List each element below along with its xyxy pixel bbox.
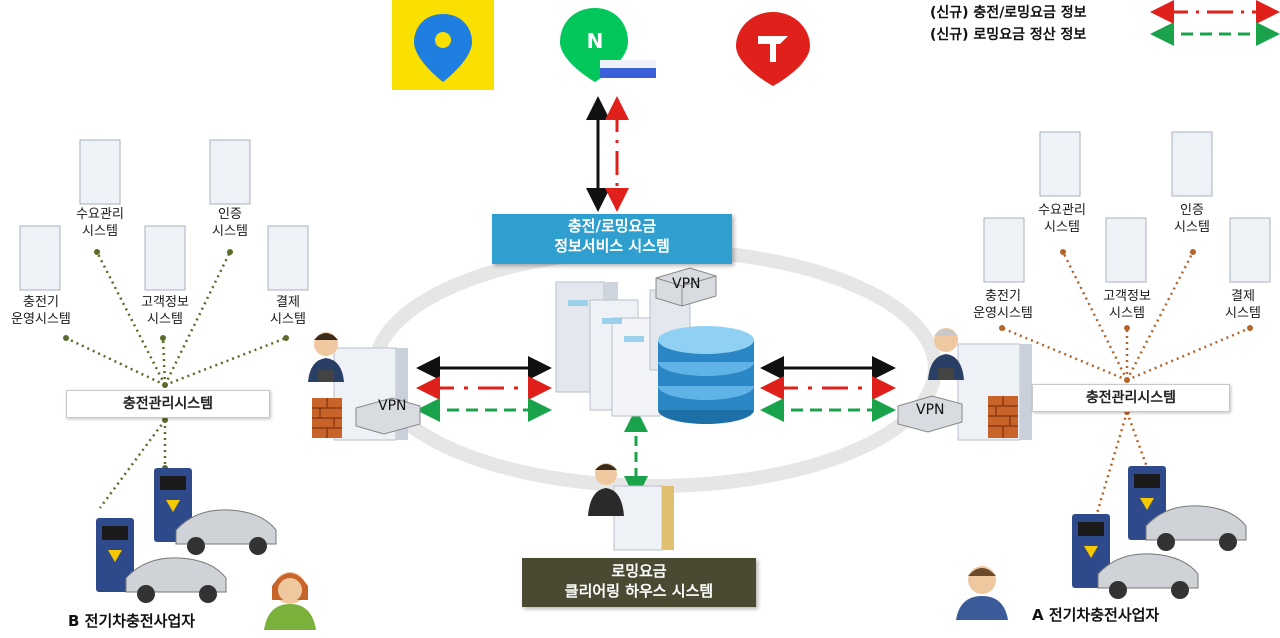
left-customer-label: 고객정보 시스템 bbox=[124, 294, 206, 328]
legend-item-red: (신규) 충전/로밍요금 정보 bbox=[930, 5, 1087, 21]
right-demand-line2: 시스템 bbox=[1044, 220, 1080, 235]
clearing-house-line2: 클리어링 하우스 시스템 bbox=[564, 582, 714, 600]
left-auth-label: 인증 시스템 bbox=[190, 206, 270, 240]
left-payment-line2: 시스템 bbox=[270, 312, 306, 327]
left-management-system-box: 충전관리시스템 bbox=[66, 390, 270, 418]
right-payment-line1: 결제 bbox=[1231, 289, 1255, 304]
right-auth-line2: 시스템 bbox=[1174, 220, 1210, 235]
clearing-house-line1: 로밍요금 bbox=[611, 562, 667, 580]
right-gateway-server bbox=[897, 343, 1032, 441]
central-vpn-device bbox=[655, 267, 717, 307]
left-operator-caption: B 전기차충전사업자 bbox=[68, 612, 196, 630]
naver-map-logo-icon: N bbox=[560, 8, 656, 82]
svg-text:N: N bbox=[587, 29, 604, 53]
left-charger-line2: 운영시스템 bbox=[11, 312, 71, 327]
left-charger-label: 충전기 운영시스템 bbox=[0, 294, 82, 328]
tmap-logo-icon bbox=[736, 12, 810, 86]
right-charger-line1: 충전기 bbox=[985, 289, 1021, 304]
right-customer-line1: 고객정보 bbox=[1103, 289, 1151, 304]
left-charger-line1: 충전기 bbox=[23, 295, 59, 310]
left-operator-person bbox=[308, 332, 344, 382]
right-payment-label: 결제 시스템 bbox=[1208, 288, 1278, 322]
left-demand-line2: 시스템 bbox=[82, 224, 118, 239]
left-server-icons bbox=[19, 139, 309, 291]
left-dotted-links bbox=[65, 251, 287, 509]
right-owner-avatar bbox=[956, 566, 1008, 620]
service-system-line2: 정보서비스 시스템 bbox=[554, 237, 670, 255]
right-customer-label: 고객정보 시스템 bbox=[1086, 288, 1168, 322]
database-icon bbox=[658, 326, 754, 424]
left-auth-line2: 시스템 bbox=[212, 224, 248, 239]
left-vpn-label: VPN bbox=[378, 398, 407, 414]
left-demand-label: 수요관리 시스템 bbox=[60, 206, 140, 240]
right-management-system-box: 충전관리시스템 bbox=[1032, 384, 1230, 412]
left-customer-line1: 고객정보 bbox=[141, 295, 189, 310]
right-charger-line2: 운영시스템 bbox=[973, 306, 1033, 321]
left-customer-line2: 시스템 bbox=[147, 312, 183, 327]
right-demand-label: 수요관리 시스템 bbox=[1022, 202, 1102, 236]
right-operator-caption: A 전기차충전사업자 bbox=[1032, 606, 1160, 624]
legend-item-green: (신규) 로밍요금 정산 정보 bbox=[930, 27, 1087, 43]
right-charger-label: 충전기 운영시스템 bbox=[958, 288, 1048, 322]
right-auth-label: 인증 시스템 bbox=[1152, 202, 1232, 236]
left-demand-line1: 수요관리 bbox=[76, 207, 124, 222]
right-demand-line1: 수요관리 bbox=[1038, 203, 1086, 218]
left-auth-line1: 인증 bbox=[218, 207, 242, 222]
service-system-line1: 충전/로밍요금 bbox=[567, 217, 657, 235]
service-system-box: 충전/로밍요금 정보서비스 시스템 bbox=[492, 214, 732, 264]
left-gateway-server bbox=[312, 347, 421, 441]
left-owner-avatar bbox=[264, 572, 316, 630]
left-chargers-and-cars bbox=[96, 468, 277, 603]
right-operator-person bbox=[928, 328, 964, 380]
clearing-house-box: 로밍요금 클리어링 하우스 시스템 bbox=[522, 558, 756, 607]
kakaomap-logo-icon bbox=[392, 0, 494, 90]
right-chargers-and-cars bbox=[1072, 466, 1247, 599]
right-dot-nodes bbox=[999, 249, 1253, 415]
right-dotted-links bbox=[1001, 251, 1251, 521]
right-customer-line2: 시스템 bbox=[1109, 306, 1145, 321]
left-payment-label: 결제 시스템 bbox=[248, 294, 328, 328]
clearing-house-server bbox=[588, 463, 674, 551]
left-dot-nodes bbox=[63, 249, 289, 471]
central-vpn-label: VPN bbox=[672, 276, 701, 292]
right-vpn-label: VPN bbox=[916, 402, 945, 418]
right-payment-line2: 시스템 bbox=[1225, 306, 1261, 321]
left-payment-line1: 결제 bbox=[276, 295, 300, 310]
right-server-icons bbox=[983, 131, 1271, 283]
right-auth-line1: 인증 bbox=[1180, 203, 1204, 218]
